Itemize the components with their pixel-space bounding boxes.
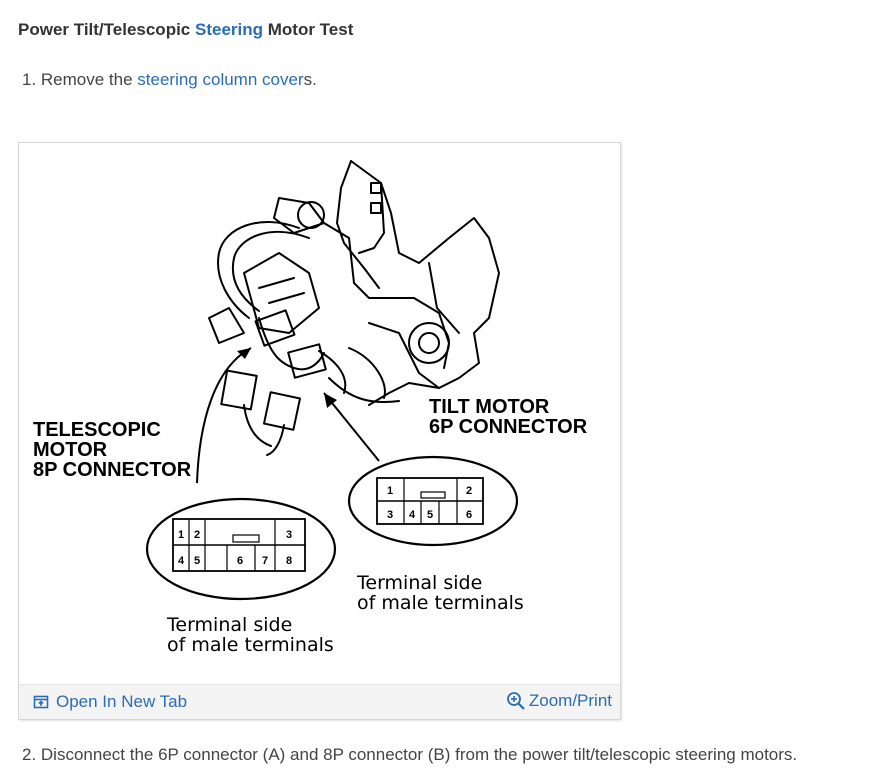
- pin-8p-6: 6: [237, 555, 243, 567]
- tilt-arrow-head: [324, 393, 337, 408]
- pin-8p-3: 3: [286, 529, 292, 541]
- page-title: Power Tilt/Telescopic Steering Motor Tes…: [18, 20, 353, 40]
- steering-column-drawing: [208, 160, 500, 456]
- step-1-prefix: 1. Remove the: [22, 70, 138, 89]
- pin-6p-1: 1: [387, 485, 393, 497]
- telescopic-label-line-1: TELESCOPIC: [33, 419, 161, 441]
- steering-link[interactable]: Steering: [194, 20, 264, 39]
- title-prefix: Power Tilt/Telescopic: [18, 20, 195, 39]
- pin-8p-7: 7: [262, 555, 268, 567]
- pin-8p-8: 8: [286, 555, 292, 567]
- telescopic-connector-callout: 1 2 3 4 5 6 7 8: [145, 497, 337, 601]
- title-suffix: Motor Test: [263, 20, 354, 39]
- telescopic-label-line-2: MOTOR: [33, 439, 108, 461]
- connector-diagram: TELESCOPIC MOTOR 8P CONNECTOR TILT MOTOR…: [33, 160, 588, 656]
- pin-6p-4: 4: [409, 509, 416, 521]
- tilt-label-line-2: 6P CONNECTOR: [429, 416, 588, 438]
- pin-8p-5: 5: [194, 555, 200, 567]
- tilt-terminal-text-line-1: Terminal side: [356, 572, 482, 594]
- pin-6p-2: 2: [466, 485, 472, 497]
- zoom-print-label: Zoom/Print: [528, 691, 612, 710]
- step-1-suffix: s.: [303, 70, 317, 89]
- tilt-connector-callout: 1 2 3 4 5 6: [347, 455, 519, 547]
- open-new-tab-label: Open In New Tab: [56, 692, 188, 711]
- pin-6p-3: 3: [387, 509, 393, 521]
- telescopic-label-line-3: 8P CONNECTOR: [33, 459, 192, 481]
- pin-8p-2: 2: [194, 529, 200, 541]
- tilt-terminal-text-line-2: of male terminals: [357, 592, 524, 614]
- pin-6p-6: 6: [466, 509, 472, 521]
- pin-8p-4: 4: [178, 555, 185, 567]
- pin-8p-1: 1: [178, 529, 184, 541]
- steering-column-cover-link[interactable]: steering column cover: [137, 70, 304, 89]
- callout-arrows: [196, 347, 380, 484]
- open-new-tab-icon: [33, 695, 49, 709]
- pin-6p-5: 5: [427, 509, 433, 521]
- telescopic-terminal-text-line-2: of male terminals: [167, 634, 334, 656]
- telescopic-arrow-head: [237, 348, 251, 359]
- diagram-figure: TELESCOPIC MOTOR 8P CONNECTOR TILT MOTOR…: [18, 142, 621, 720]
- open-new-tab-button[interactable]: Open In New Tab: [33, 692, 187, 712]
- step-2: 2. Disconnect the 6P connector (A) and 8…: [22, 745, 798, 764]
- telescopic-terminal-text-line-1: Terminal side: [166, 614, 292, 636]
- figure-toolbar: Open In New Tab Zoom/Print: [19, 684, 620, 719]
- step-1: 1. Remove the steering column covers.: [22, 70, 317, 90]
- zoom-in-icon: [506, 692, 525, 710]
- zoom-print-button[interactable]: Zoom/Print: [506, 691, 612, 711]
- tilt-label-line-1: TILT MOTOR: [429, 396, 550, 418]
